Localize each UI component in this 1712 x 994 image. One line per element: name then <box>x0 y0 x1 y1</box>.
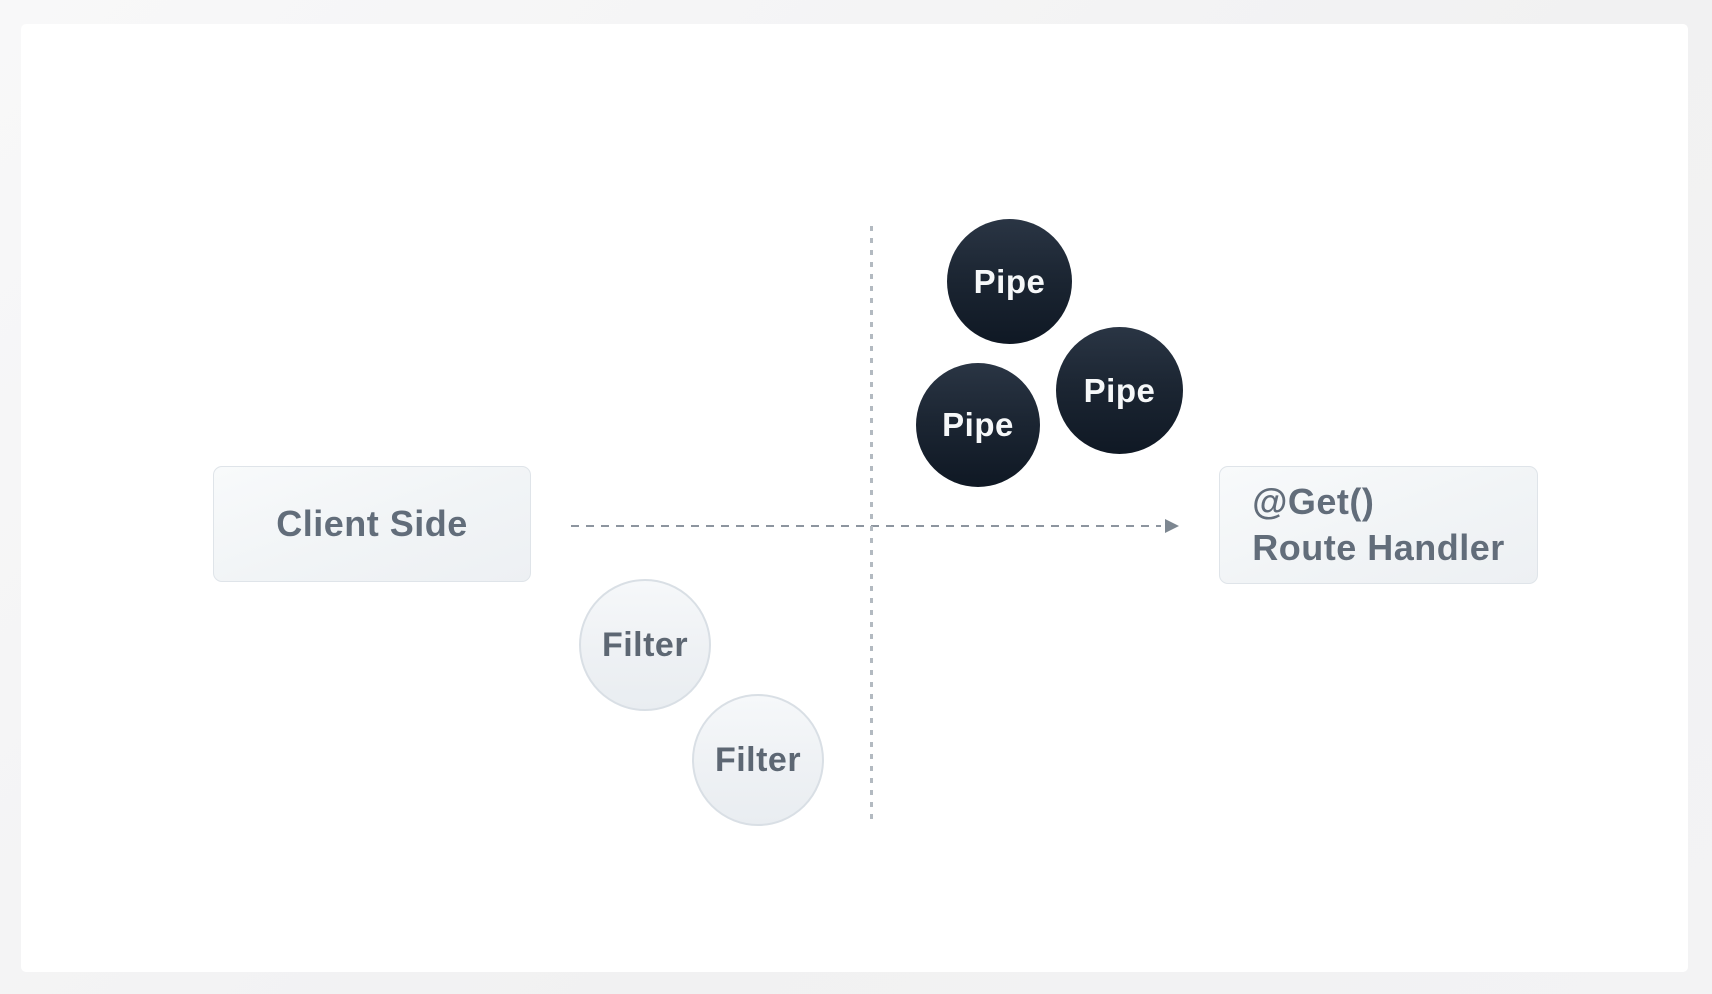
filter-label: Filter <box>714 740 802 779</box>
pipe-label: Pipe <box>942 406 1014 443</box>
pipes-flow-diagram: Client Side @Get() Route Handler Pipe Pi… <box>21 24 1688 972</box>
route-handler-label: @Get() Route Handler <box>1252 479 1505 571</box>
boundary-dashed-line <box>870 226 873 822</box>
filter-node: Filter <box>692 694 824 826</box>
pipe-node: Pipe <box>1056 327 1183 454</box>
route-handler-node: @Get() Route Handler <box>1219 466 1538 584</box>
arrow-head-icon <box>1165 519 1179 533</box>
diagram-card: Client Side @Get() Route Handler Pipe Pi… <box>21 24 1688 972</box>
client-side-node: Client Side <box>213 466 531 582</box>
pipe-node: Pipe <box>947 219 1072 344</box>
filter-node: Filter <box>579 579 711 711</box>
pipe-label: Pipe <box>1083 371 1156 409</box>
client-side-label: Client Side <box>276 503 468 544</box>
route-handler-decorator: @Get() <box>1252 480 1375 522</box>
route-handler-title: Route Handler <box>1252 527 1505 568</box>
pipe-label: Pipe <box>973 262 1046 300</box>
request-flow-dashed-line <box>571 525 1161 527</box>
pipe-node: Pipe <box>916 363 1040 487</box>
filter-label: Filter <box>601 625 689 664</box>
